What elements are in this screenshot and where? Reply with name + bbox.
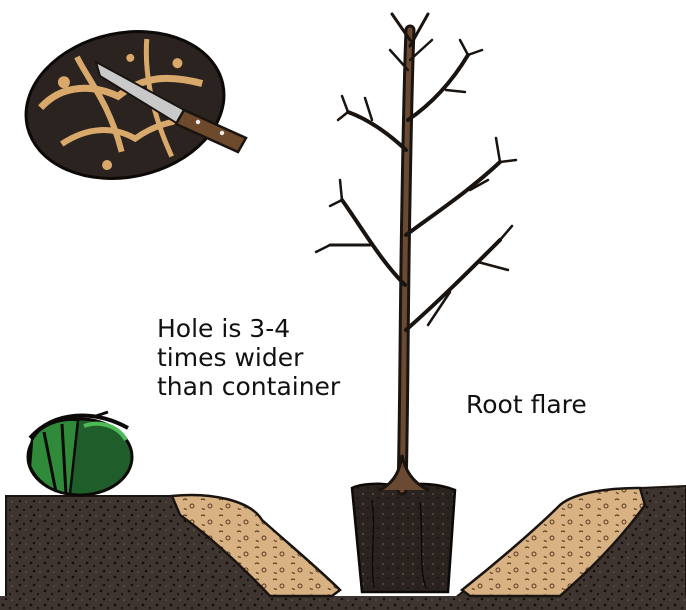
root-ball — [352, 484, 455, 592]
hole-width-label: Hole is 3-4 times wider than container — [157, 314, 340, 401]
hole-label-line-1: Hole is 3-4 — [157, 314, 340, 343]
hole-label-line-2: times wider — [157, 343, 340, 372]
plant-container-icon — [28, 412, 132, 495]
hole-label-line-3: than container — [157, 372, 340, 401]
cut-root-ball-icon — [12, 14, 246, 196]
root-flare-label: Root flare — [466, 390, 587, 419]
